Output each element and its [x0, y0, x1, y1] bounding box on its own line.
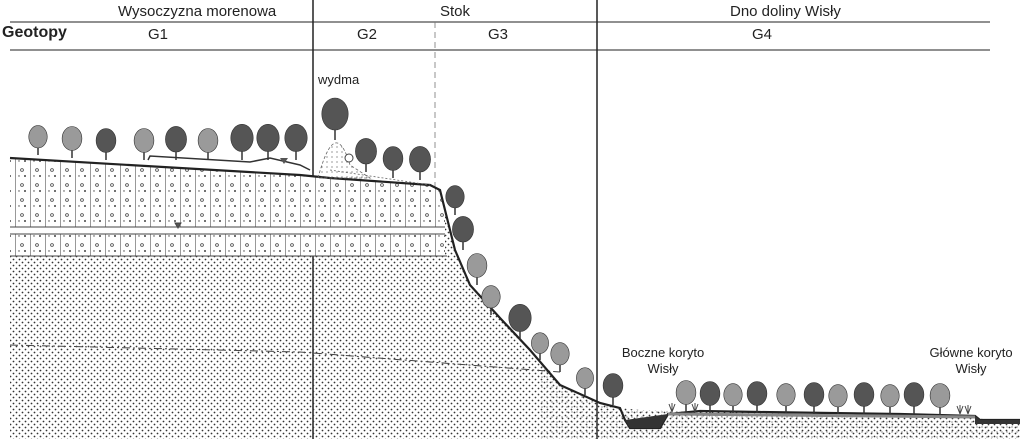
deciduous-tree-icon [903, 382, 925, 414]
deciduous-tree-icon [230, 123, 254, 160]
deciduous-tree-icon [508, 303, 532, 340]
deciduous-tree-icon [481, 285, 501, 315]
reed-icon [691, 403, 699, 413]
vegetation [28, 97, 972, 415]
zone-label-slope: Stok [440, 3, 471, 20]
reed-icon [668, 403, 676, 413]
deciduous-tree-icon [853, 382, 875, 414]
reed-icon [956, 405, 964, 415]
deciduous-tree-icon [675, 380, 697, 412]
deciduous-tree-icon [197, 128, 219, 160]
deciduous-tree-icon [445, 185, 465, 215]
deciduous-tree-icon [776, 383, 796, 413]
till-gap [10, 227, 445, 234]
groundwater-line [9, 344, 561, 373]
deciduous-tree-icon [284, 123, 308, 160]
dune-base [329, 169, 431, 186]
side-channel-water [625, 414, 668, 428]
main-channel-label-line2: Wisły [955, 361, 987, 376]
deciduous-tree-icon [409, 146, 431, 180]
deciduous-tree-icon [602, 373, 624, 405]
plateau-mound [147, 155, 311, 171]
valley-floor-line [667, 412, 976, 419]
side-channel-label-line1: Boczne koryto [621, 345, 705, 360]
zone-label-upland: Wysoczyzna morenowa [118, 3, 277, 20]
deciduous-tree-icon [576, 367, 594, 395]
deciduous-tree-icon [466, 253, 488, 285]
geotope-label-g4: G4 [752, 26, 773, 43]
layer-boundaries [9, 222, 561, 373]
side-channel-label-line2: Wisły [647, 361, 679, 376]
water-table-marker-icon [280, 158, 288, 164]
deciduous-tree-icon [723, 383, 743, 413]
geotopes-row-label: Geotopy [2, 24, 67, 41]
deciduous-tree-icon [165, 126, 187, 160]
deciduous-tree-icon [95, 128, 117, 160]
deciduous-tree-icon [880, 384, 900, 414]
geotope-label-g3: G3 [488, 26, 509, 43]
deciduous-tree-icon [133, 128, 155, 160]
deciduous-tree-icon [531, 332, 549, 360]
geotope-label-g2: G2 [357, 26, 378, 43]
deciduous-tree-icon [321, 97, 349, 140]
geotope-label-g1: G1 [148, 26, 169, 43]
terrain-surface [9, 156, 1020, 430]
deciduous-tree-icon [28, 125, 48, 155]
reed-icon [964, 405, 972, 415]
deciduous-tree-icon [256, 123, 280, 160]
deciduous-tree-icon [355, 138, 377, 172]
dune-shape [317, 142, 372, 179]
dune-marker [344, 153, 354, 163]
zone-label-valley-floor: Dno doliny Wisły [730, 3, 841, 20]
deciduous-tree-icon [550, 342, 570, 372]
deciduous-tree-icon [929, 383, 951, 415]
deciduous-tree-icon [828, 384, 848, 414]
deciduous-tree-icon [61, 126, 83, 158]
main-channel-label-line1: Główne koryto [929, 345, 1013, 360]
main-channel-water [975, 416, 1020, 424]
main-channel-label: Główne koryto Wisły [918, 345, 1024, 377]
deciduous-tree-icon [382, 146, 404, 178]
side-channel-label: Boczne koryto Wisły [608, 345, 718, 377]
deciduous-tree-icon [452, 216, 474, 250]
deciduous-tree-icon [746, 381, 768, 413]
deciduous-tree-icon [699, 381, 721, 413]
deciduous-tree-icon [803, 382, 825, 414]
till-lower-layer [10, 234, 445, 256]
dune-label: wydma [318, 72, 360, 87]
